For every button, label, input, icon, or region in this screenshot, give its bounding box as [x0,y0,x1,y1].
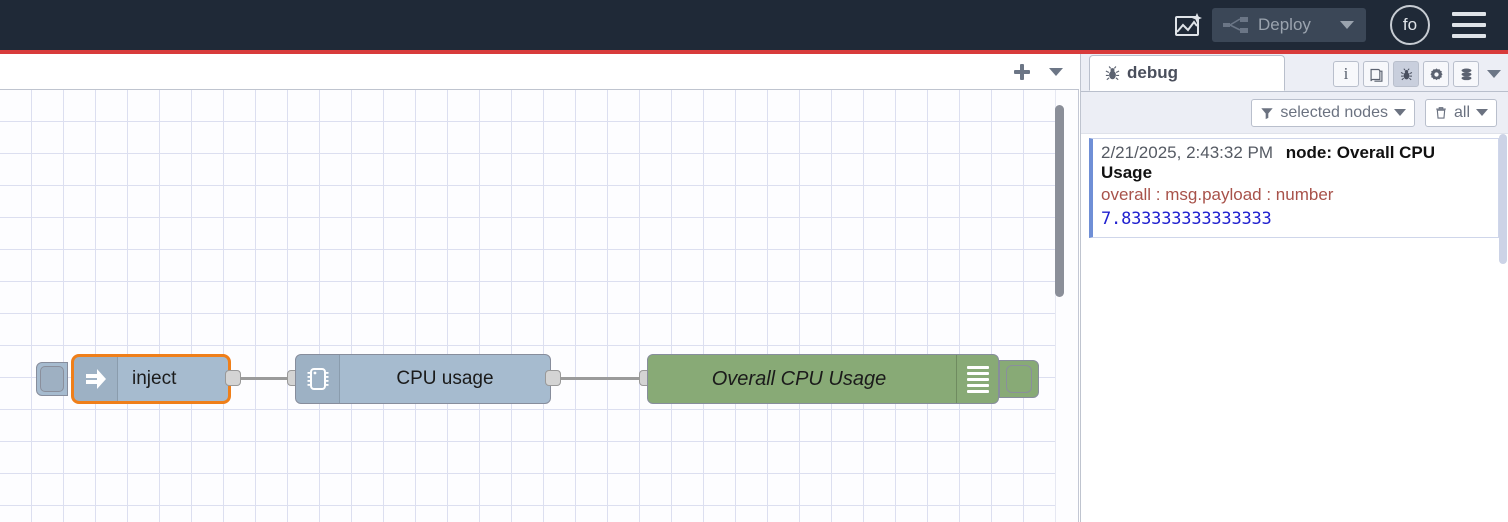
node-cpu-usage[interactable]: CPU usage [295,354,551,404]
gear-icon[interactable] [1423,61,1449,87]
sidebar-tab-debug[interactable]: debug [1089,55,1285,91]
debug-lines-icon [956,355,998,403]
canvas-vertical-scrollbar[interactable] [1055,90,1072,522]
avatar[interactable]: fo [1390,5,1430,45]
inject-fire-button-inner [40,366,64,392]
header-accent-line [0,50,1508,54]
debug-clear-button[interactable]: all [1424,98,1497,127]
sidebar-tab-debug-label: debug [1127,63,1178,82]
canvas-right-edge [1078,90,1079,522]
trash-icon [1434,106,1448,120]
info-tab-glyph: i [1343,64,1349,83]
debug-message-property: overall : msg.payload : number [1101,185,1334,204]
debug-message-timestamp: 2/21/2025, 2:43:32 PM [1101,143,1274,162]
chevron-down-icon [1476,109,1488,116]
deploy-chevron-down-icon[interactable] [1340,21,1354,29]
deploy-button[interactable]: Deploy [1212,8,1366,42]
database-icon[interactable] [1453,61,1479,87]
debug-message-header: 2/21/2025, 2:43:32 PM node: Overall CPU … [1101,143,1490,183]
sidebar-menu-chevron-down-icon[interactable] [1483,61,1505,87]
right-sidebar: debug i [1080,54,1508,522]
chevron-down-icon [1393,109,1406,116]
debug-message-source: node: Overall CPU Usage [1101,143,1436,182]
chevron-down-icon [1049,67,1063,76]
avatar-initials: fo [1402,15,1418,34]
deploy-icon [1222,15,1250,35]
canvas-scroll-thumb[interactable] [1055,105,1064,297]
info-icon[interactable]: i [1333,61,1359,87]
sidebar-tool-tabs: i [1333,61,1508,91]
hamburger-icon[interactable] [1452,12,1486,38]
microchip-icon [296,355,340,403]
plus-icon [1014,63,1030,80]
debug-message-list[interactable]: 2/21/2025, 2:43:32 PM node: Overall CPU … [1081,134,1508,522]
debug-message-value: 7.833333333333333 [1101,209,1272,229]
bug-icon[interactable] [1393,61,1419,87]
node-overall-cpu-usage-debug[interactable]: Overall CPU Usage [647,354,999,404]
wire-cpu-to-debug [558,377,646,380]
debug-list-scroll-thumb[interactable] [1499,134,1507,264]
bug-icon [1104,65,1121,82]
flow-menu-button[interactable] [1039,55,1073,89]
inject-fire-button[interactable] [36,362,68,396]
debug-message[interactable]: 2/21/2025, 2:43:32 PM node: Overall CPU … [1089,138,1499,238]
funnel-icon [1260,106,1274,120]
node-inject[interactable]: inject [71,354,231,404]
canvas-grid [0,90,1062,522]
debug-filter-row: selected nodes all [1081,92,1508,134]
debug-node-filter-button[interactable]: selected nodes [1251,98,1415,127]
flow-canvas[interactable] [0,90,1079,522]
deploy-label: Deploy [1258,15,1311,34]
port-inject-output[interactable] [225,370,241,386]
arrow-right-icon [74,357,118,401]
port-cpu-output[interactable] [545,370,561,386]
debug-node-enable-toggle-inner [1006,365,1032,393]
node-cpu-usage-label: CPU usage [396,368,494,389]
top-header: Deploy fo [0,0,1508,50]
add-flow-button[interactable] [1005,55,1039,89]
workspace-tabstrip [0,54,1079,90]
sidebar-tabrow: debug i [1081,54,1508,92]
node-inject-label: inject [132,368,177,389]
image-sparkle-icon[interactable] [1168,5,1208,45]
book-icon[interactable] [1363,61,1389,87]
wire-inject-to-cpu [238,377,294,380]
debug-node-filter-label: selected nodes [1280,103,1388,121]
debug-node-enable-toggle[interactable] [999,360,1039,398]
debug-clear-label: all [1453,103,1470,121]
node-debug-label: Overall CPU Usage [711,367,887,390]
